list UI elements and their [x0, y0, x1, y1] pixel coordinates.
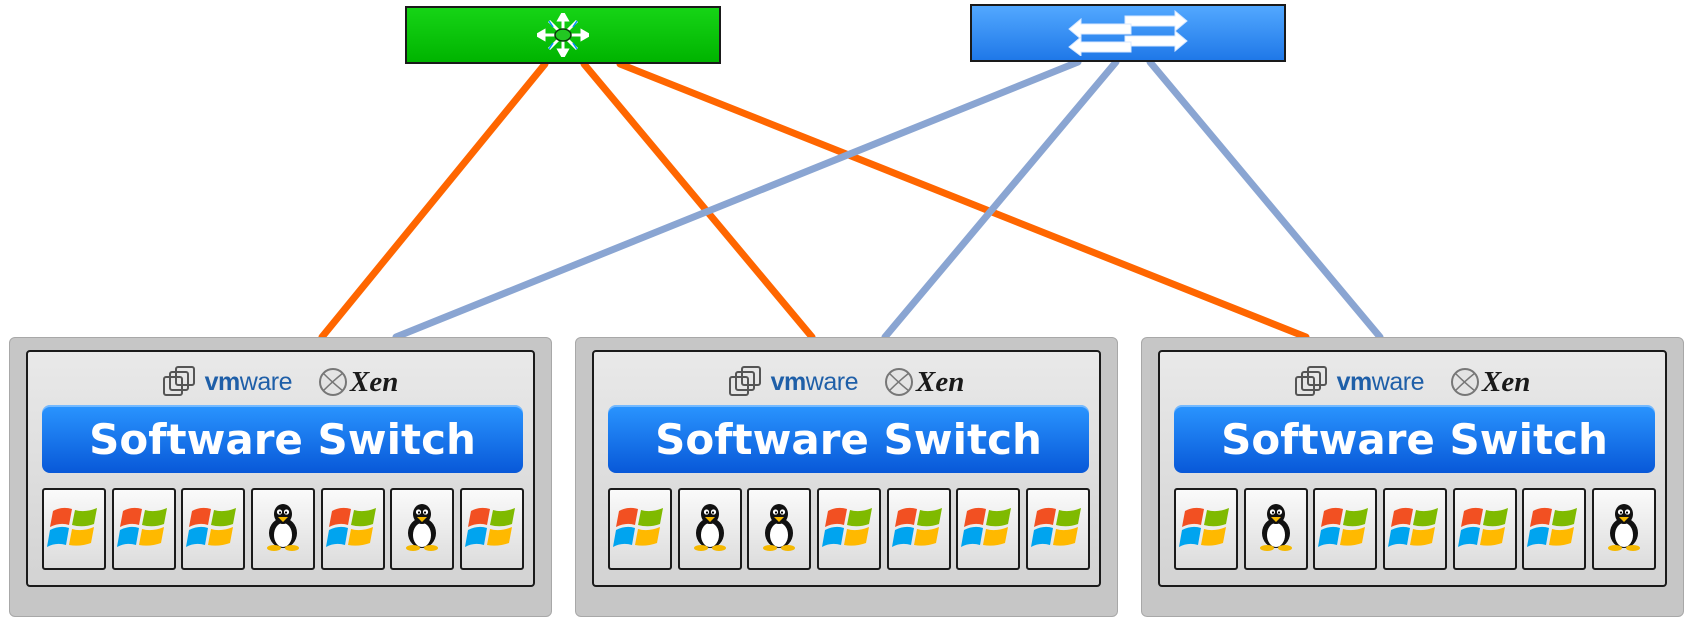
- vm-windows[interactable]: [956, 488, 1021, 570]
- software-switch[interactable]: Software Switch: [42, 405, 523, 473]
- hypervisor-logos: vmware Xen: [594, 360, 1099, 404]
- xen-wordmark: Xen: [915, 365, 965, 398]
- vm-windows[interactable]: [181, 488, 246, 570]
- xen-logo: Xen: [318, 366, 398, 399]
- linux-icon: [402, 503, 442, 556]
- windows-icon: [186, 502, 240, 557]
- windows-icon: [116, 502, 171, 557]
- xen-icon: [1450, 368, 1479, 396]
- windows-icon: [47, 502, 101, 557]
- vmware-wordmark: vmware: [204, 367, 293, 396]
- windows-icon: [1527, 502, 1581, 557]
- vmware-icon: [728, 366, 761, 396]
- vm-linux[interactable]: [1243, 488, 1308, 570]
- vmware-icon: [1294, 366, 1327, 396]
- vm-windows[interactable]: [320, 488, 385, 570]
- vm-windows[interactable]: [111, 488, 176, 570]
- star-router-icon: [537, 13, 589, 57]
- vm-linux[interactable]: [1591, 488, 1656, 570]
- windows-icon: [1387, 502, 1442, 557]
- windows-icon: [464, 502, 519, 557]
- linux-icon: [263, 503, 303, 556]
- forwarding-link: [1146, 58, 1384, 341]
- vm-windows[interactable]: [1174, 488, 1238, 570]
- software-switch[interactable]: Software Switch: [1174, 405, 1655, 473]
- forwarding-link: [392, 58, 1082, 341]
- switch-arrows-icon: [1068, 10, 1188, 56]
- windows-icon: [325, 502, 380, 557]
- forwarding-switch[interactable]: [970, 4, 1286, 62]
- controller-switch[interactable]: [405, 6, 721, 64]
- host-server[interactable]: vmware Xen Software Switch: [9, 337, 552, 617]
- xen-logo: Xen: [884, 366, 964, 399]
- vm-windows[interactable]: [42, 488, 106, 570]
- vm-linux[interactable]: [390, 488, 455, 570]
- host-server[interactable]: vmware Xen Software Switch: [1141, 337, 1684, 617]
- windows-icon: [613, 502, 667, 557]
- windows-icon: [1179, 502, 1233, 557]
- linux-icon: [690, 503, 730, 556]
- xen-logo: Xen: [1450, 366, 1530, 399]
- hypervisor-panel: vmware Xen Software Switch: [26, 350, 535, 587]
- linux-icon: [1256, 503, 1296, 556]
- vmware-wordmark: vmware: [770, 367, 859, 396]
- vmware-logo: vmware: [1294, 366, 1425, 398]
- controller-link: [318, 60, 549, 341]
- vm-windows[interactable]: [886, 488, 951, 570]
- controller-link: [580, 60, 816, 341]
- vmware-logo: vmware: [728, 366, 859, 398]
- host-server[interactable]: vmware Xen Software Switch: [575, 337, 1118, 617]
- vm-windows[interactable]: [459, 488, 524, 570]
- vm-linux[interactable]: [677, 488, 742, 570]
- vmware-wordmark: vmware: [1336, 367, 1425, 396]
- xen-icon: [884, 368, 913, 396]
- controller-link: [616, 60, 1310, 341]
- vmware-logo: vmware: [162, 366, 293, 398]
- vmware-icon: [162, 366, 195, 396]
- vm-windows[interactable]: [608, 488, 672, 570]
- xen-icon: [318, 368, 347, 396]
- linux-icon: [759, 503, 799, 556]
- vm-windows[interactable]: [1313, 488, 1378, 570]
- hypervisor-logos: vmware Xen: [1160, 360, 1665, 404]
- vm-windows[interactable]: [816, 488, 881, 570]
- forwarding-link: [881, 58, 1120, 341]
- hypervisor-panel: vmware Xen Software Switch: [1158, 350, 1667, 587]
- vm-windows[interactable]: [1382, 488, 1447, 570]
- hypervisor-panel: vmware Xen Software Switch: [592, 350, 1101, 587]
- hypervisor-logos: vmware Xen: [28, 360, 533, 404]
- windows-icon: [891, 502, 946, 557]
- vm-row: [42, 488, 524, 570]
- vm-linux[interactable]: [250, 488, 315, 570]
- xen-wordmark: Xen: [349, 365, 399, 398]
- vm-windows[interactable]: [1452, 488, 1517, 570]
- windows-icon: [1457, 502, 1512, 557]
- vm-row: [608, 488, 1090, 570]
- windows-icon: [961, 502, 1015, 557]
- windows-icon: [821, 502, 876, 557]
- vm-windows[interactable]: [1025, 488, 1090, 570]
- vm-windows[interactable]: [1522, 488, 1587, 570]
- vm-row: [1174, 488, 1656, 570]
- windows-icon: [1318, 502, 1372, 557]
- software-switch[interactable]: Software Switch: [608, 405, 1089, 473]
- xen-wordmark: Xen: [1481, 365, 1531, 398]
- windows-icon: [1030, 502, 1085, 557]
- vm-linux[interactable]: [747, 488, 812, 570]
- linux-icon: [1604, 503, 1644, 556]
